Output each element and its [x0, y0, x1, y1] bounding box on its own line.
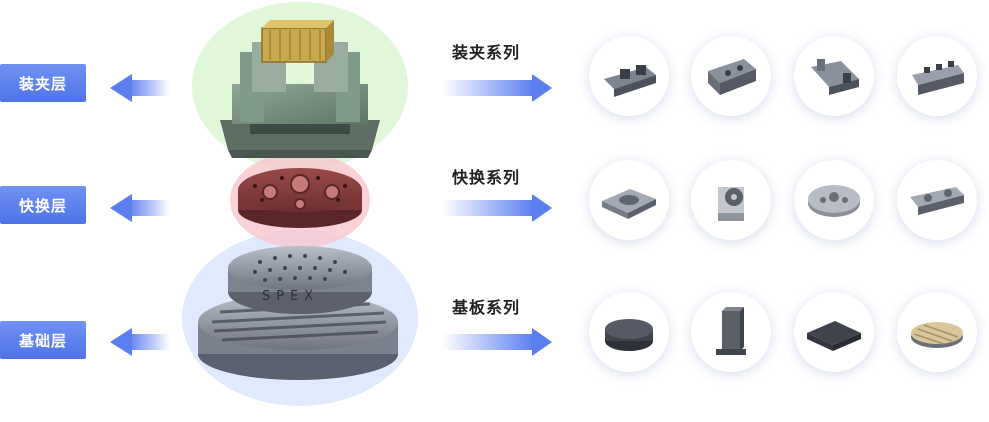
- product-vise-1[interactable]: [589, 36, 669, 116]
- layer-label-quick-change: 快换层: [0, 186, 86, 224]
- product-base-2[interactable]: [691, 292, 771, 372]
- arrow-left-base: [110, 328, 170, 356]
- arrow-left-quick-change: [110, 194, 170, 222]
- series-title-base: 基板系列: [452, 298, 521, 317]
- vise-icon: [604, 65, 656, 97]
- series-title-clamping: 装夹系列: [452, 43, 521, 62]
- quick-change-plate: [238, 168, 362, 228]
- product-vise-3[interactable]: [794, 36, 874, 116]
- product-base-3[interactable]: [794, 292, 874, 372]
- tombstone-base-icon: [716, 307, 746, 355]
- left-arrows: [110, 74, 170, 356]
- arrow-right-clamping: [442, 74, 552, 102]
- brand-mark: SPEX: [262, 289, 319, 304]
- grid-plate: SPEX: [228, 246, 372, 314]
- product-base-1[interactable]: [589, 292, 669, 372]
- product-vise-4[interactable]: [897, 36, 977, 116]
- product-chuck-3[interactable]: [794, 160, 874, 240]
- chuck-rail-icon: [910, 187, 964, 215]
- vise-icon: [912, 61, 964, 95]
- product-chuck-1[interactable]: [589, 160, 669, 240]
- product-vise-2[interactable]: [691, 36, 771, 116]
- chuck-plate-icon: [602, 189, 656, 219]
- round-base-icon: [605, 319, 653, 351]
- vise-icon: [811, 59, 859, 95]
- arrow-right-quick-change: [442, 194, 552, 222]
- series-title-quick-change: 快换系列: [452, 168, 521, 187]
- striped-base-icon: [911, 322, 963, 348]
- layer-label-clamping: 装夹层: [0, 64, 86, 102]
- base-plate: [198, 294, 398, 380]
- arrow-left-clamping: [110, 74, 170, 102]
- product-base-4[interactable]: [897, 292, 977, 372]
- chuck-tower-icon: [718, 187, 744, 221]
- chuck-disc-icon: [808, 185, 860, 217]
- product-chuck-2[interactable]: [691, 160, 771, 240]
- right-arrows: [442, 74, 552, 356]
- vise-assembly: [220, 20, 380, 158]
- product-chuck-4[interactable]: [897, 160, 977, 240]
- grid-base-icon: [807, 321, 861, 351]
- arrow-right-base: [442, 328, 552, 356]
- layer-label-base: 基础层: [0, 321, 86, 359]
- vise-icon: [708, 59, 756, 95]
